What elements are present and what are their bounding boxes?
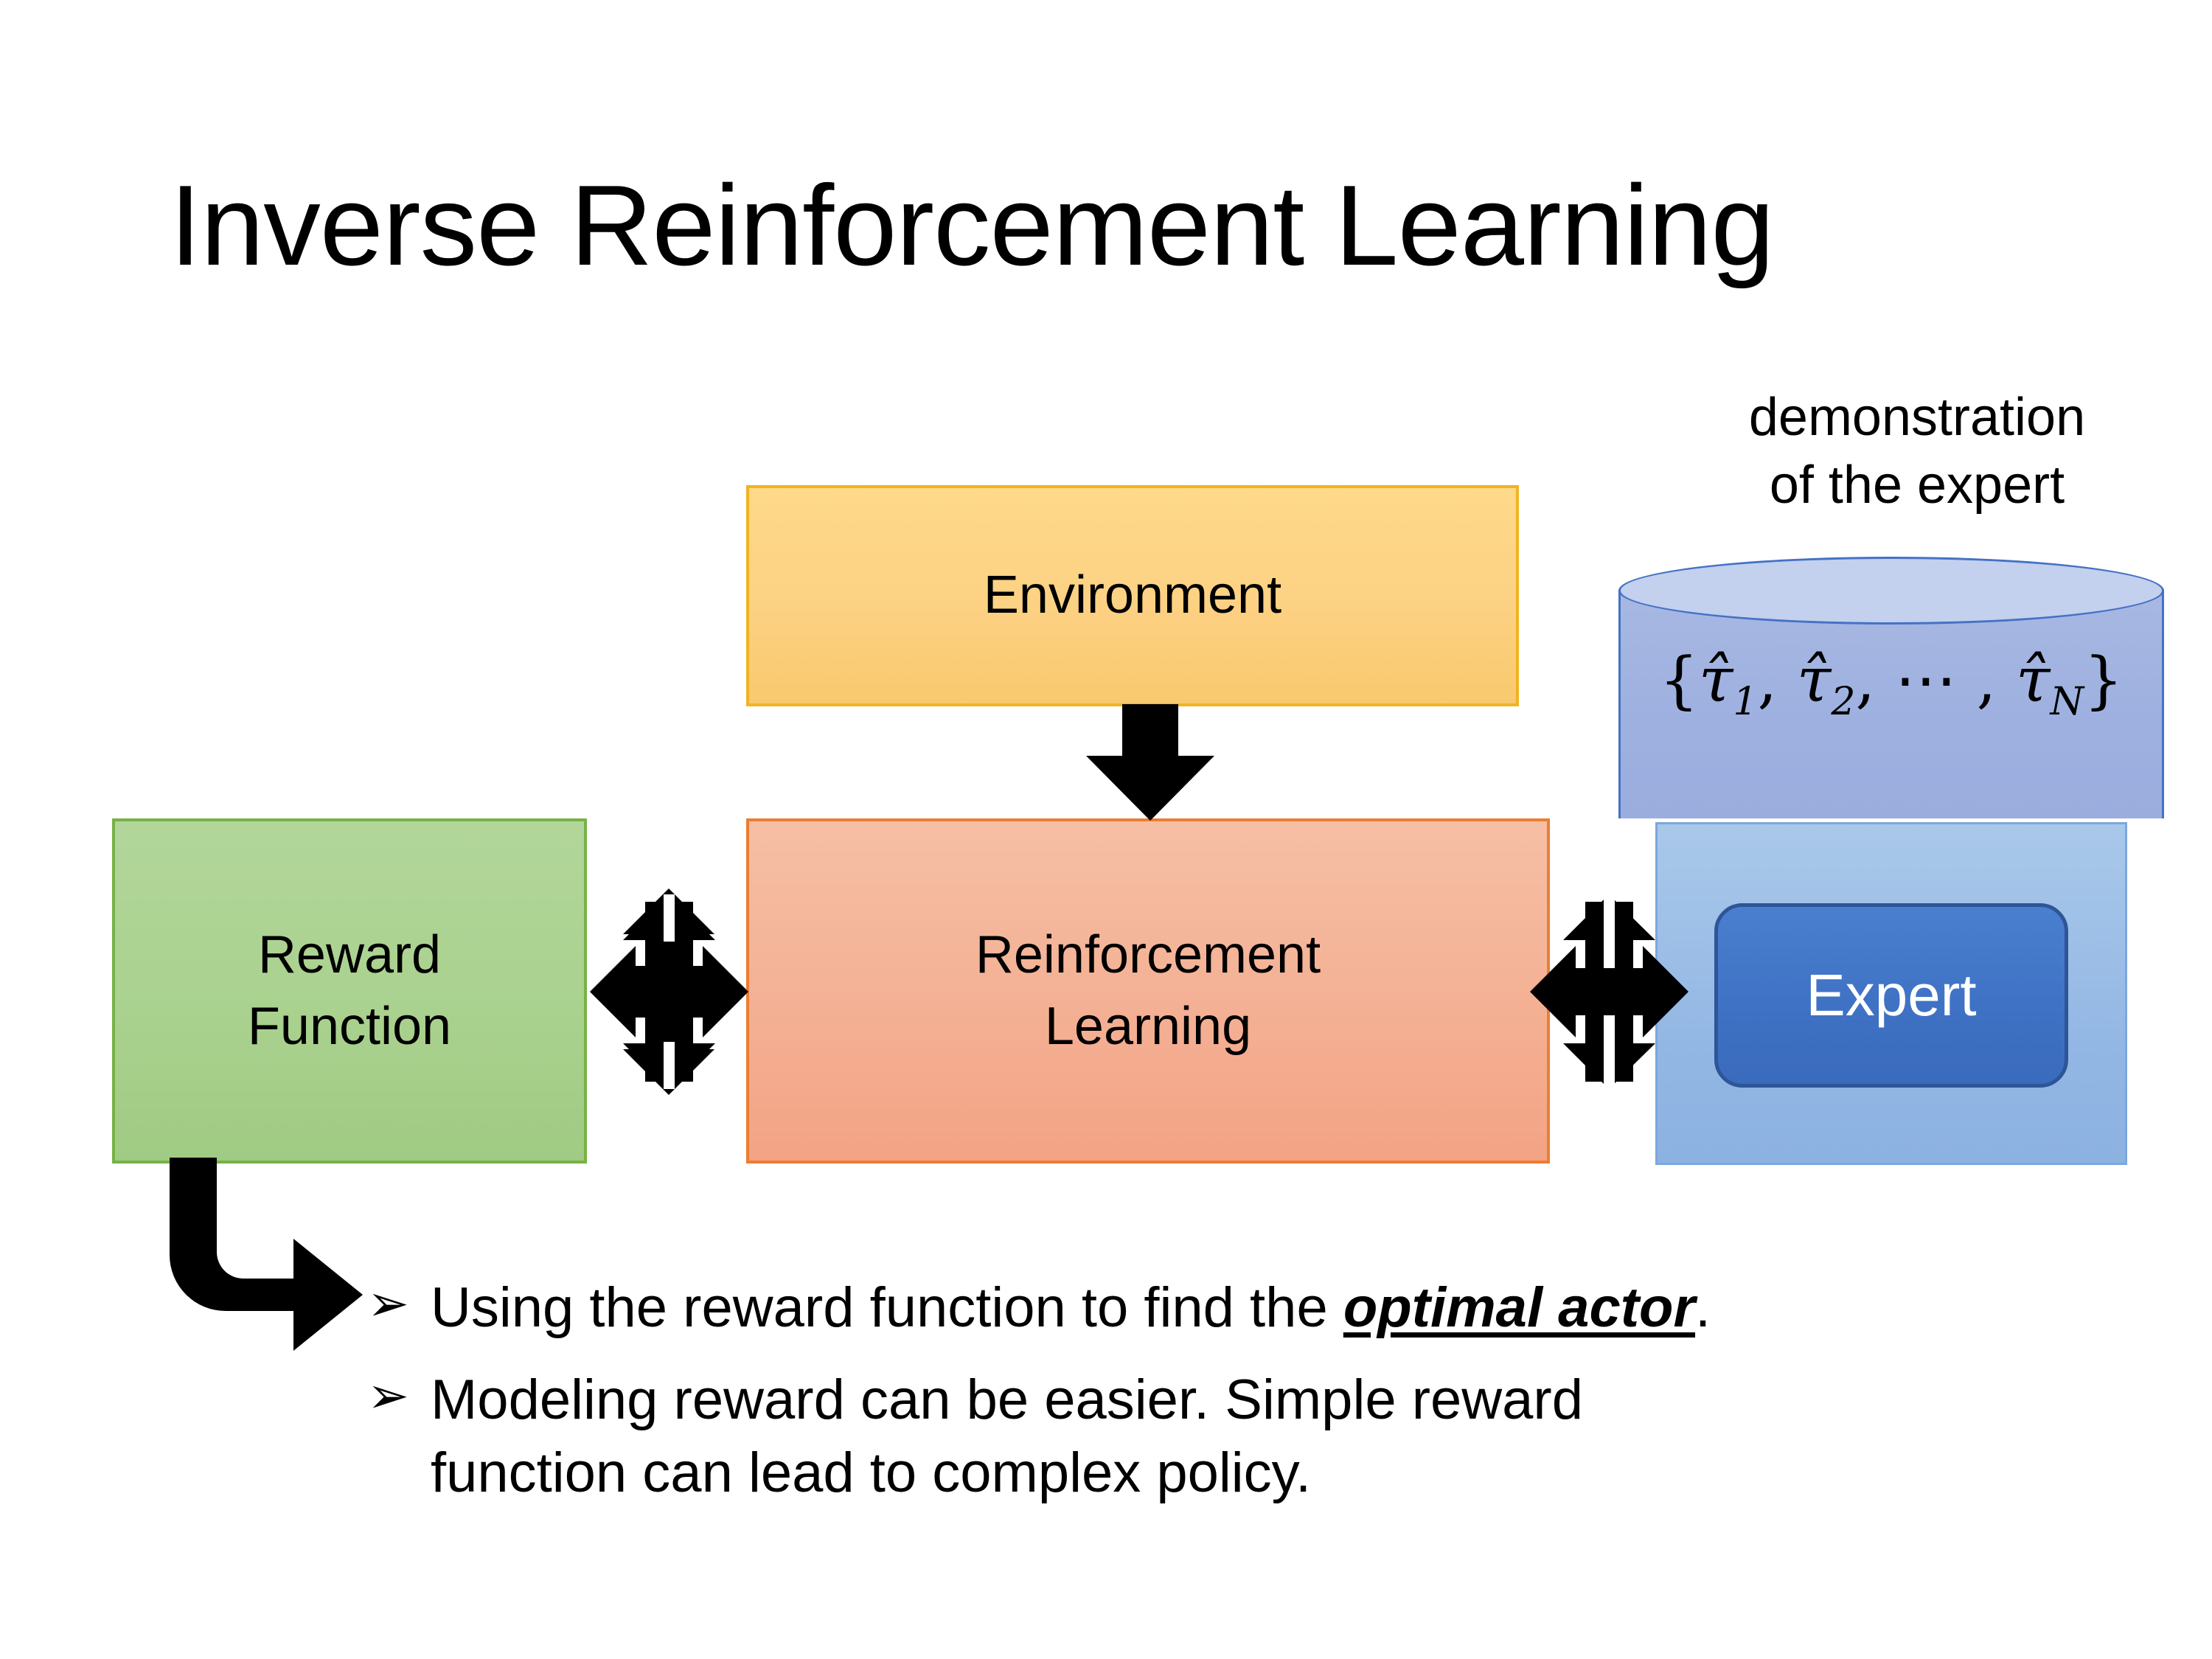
list-item: ➢ Using the reward function to find the …: [367, 1272, 2063, 1345]
expert-box[interactable]: Expert: [1714, 903, 2068, 1088]
formula-sep-1: ,: [1757, 644, 1797, 716]
reinforcement-learning-box[interactable]: Reinforcement Learning: [746, 818, 1550, 1164]
bullet-text-2: Modeling reward can be easier. Simple re…: [431, 1364, 2063, 1510]
formula-sep-2: , ⋯ ,: [1855, 644, 2017, 716]
formula-tau-2: τ̂: [1796, 644, 1832, 716]
formula-open-brace: {: [1659, 644, 1699, 716]
arrow-reward-to-bullets: [170, 1158, 363, 1351]
environment-label: Environment: [983, 566, 1282, 625]
bullet-2-line2: function can lead to complex policy.: [431, 1441, 1312, 1504]
bullet-1-emphasis: optimal actor: [1343, 1276, 1696, 1339]
formula-tau-2-subscript: 2: [1831, 680, 1856, 725]
reinforcement-learning-label-line2: Learning: [1044, 997, 1252, 1056]
bullet-arrow-icon: ➢: [367, 1276, 409, 1332]
formula-tau-n: τ̂: [2016, 644, 2051, 716]
bullet-1-pre: Using the reward function to find the: [431, 1276, 1343, 1339]
formula-tau-n-subscript: N: [2050, 680, 2084, 725]
bullet-list: ➢ Using the reward function to find the …: [367, 1272, 2063, 1528]
bullet-arrow-icon: ➢: [367, 1367, 409, 1424]
demonstration-caption: demonstration of the expert: [1644, 383, 2190, 519]
demonstration-caption-line1: demonstration: [1748, 388, 2086, 447]
demonstration-caption-line2: of the expert: [1769, 456, 2065, 515]
arrow-environment-to-rl: [1086, 704, 1214, 821]
cylinder-top-ellipse: [1618, 557, 2164, 625]
formula-tau-1: τ̂: [1698, 644, 1733, 716]
list-item: ➢ Modeling reward can be easier. Simple …: [367, 1364, 2063, 1510]
formula-tau-1-subscript: 1: [1733, 680, 1758, 725]
reward-function-box[interactable]: Reward Function: [112, 818, 587, 1164]
reward-function-label-line2: Function: [247, 997, 452, 1056]
formula-close-brace: }: [2084, 644, 2124, 716]
trajectory-set-formula: {τ̂1, τ̂2, ⋯ , τ̂N}: [1618, 649, 2164, 721]
arrow-reward-to-rl: [590, 888, 748, 1095]
bullet-text-1: Using the reward function to find the op…: [431, 1272, 2063, 1345]
environment-box[interactable]: Environment: [746, 485, 1519, 706]
arrow-rl-to-expert: [1530, 894, 1688, 1089]
bullet-2-pre: Modeling reward can be easier. Simple re…: [431, 1368, 1584, 1431]
demonstration-cylinder[interactable]: {τ̂1, τ̂2, ⋯ , τ̂N}: [1618, 557, 2164, 866]
page-title: Inverse Reinforcement Learning: [170, 161, 1775, 289]
expert-label: Expert: [1806, 962, 1977, 1028]
reinforcement-learning-label-line1: Reinforcement: [975, 925, 1321, 984]
cylinder-body: [1618, 590, 2164, 818]
bullet-1-post: .: [1695, 1276, 1711, 1339]
reward-function-label-line1: Reward: [257, 925, 442, 984]
